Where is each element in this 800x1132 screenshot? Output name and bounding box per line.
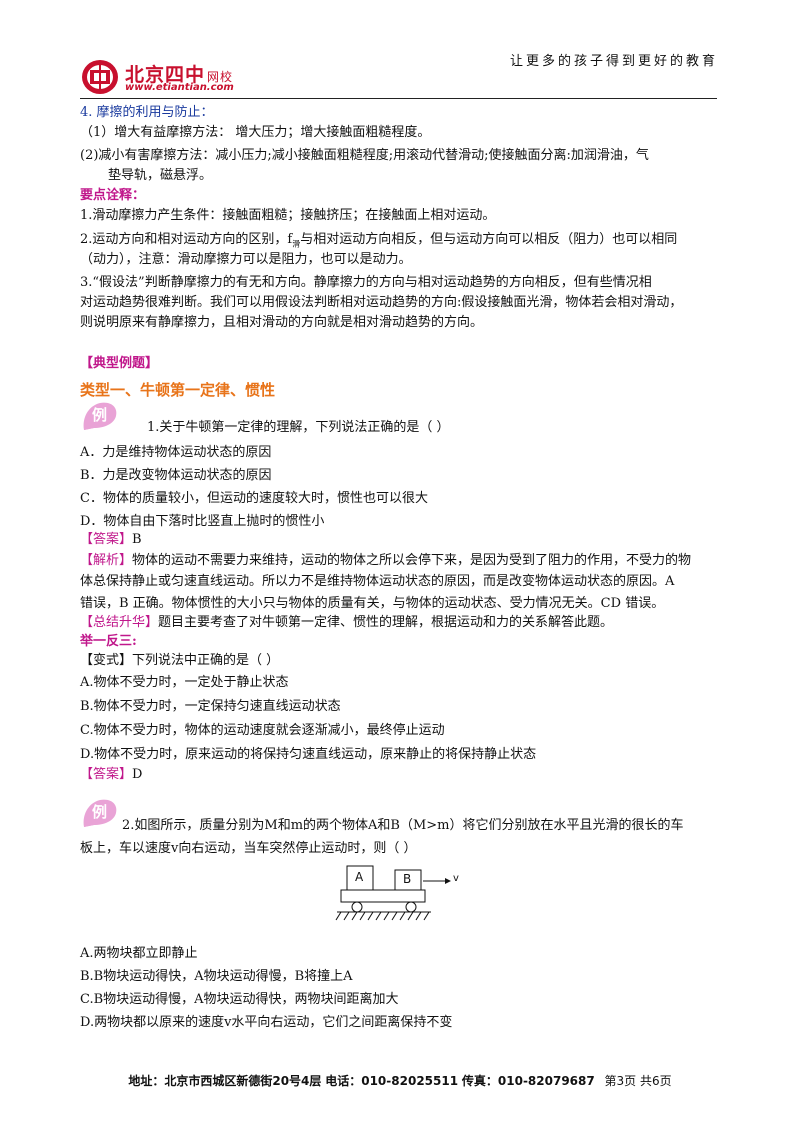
section4-item2-line1: (2)减小有害摩擦方法：减小压力;减小接触面粗糙程度;用滚动代替滑动;使接触面分…	[80, 148, 649, 163]
header-slogan: 让更多的孩子得到更好的教育	[509, 54, 718, 69]
page-footer: 地址：北京市西城区新德街20号4层 电话：010-82025511 传真：010…	[0, 1072, 800, 1089]
q2-stem-line2: 板上，车以速度v向右运动，当车突然停止运动时，则（ ）	[80, 841, 417, 856]
footer-address: 地址：北京市西城区新德街20号4层	[128, 1074, 322, 1088]
q1-option-b: B．力是改变物体运动状态的原因	[80, 468, 272, 483]
example-badge-icon: 例	[80, 400, 120, 434]
logo-emblem-icon	[82, 60, 118, 94]
q1-analysis-line3: 错误，B 正确。物体惯性的大小只与物体的质量有关，与物体的运动状态、受力情况无关…	[80, 596, 665, 611]
footer-phone: 电话：010-82025511	[325, 1074, 459, 1088]
section4-item2-line2: 垫导轨，磁悬浮。	[108, 168, 213, 183]
q1-summary: 【总结升华】题目主要考查了对牛顿第一定律、惯性的理解，根据运动和力的关系解答此题…	[80, 615, 614, 630]
type1-heading: 类型一、牛顿第一定律、惯性	[80, 381, 276, 399]
section4-item1: （1）增大有益摩擦方法： 增大压力；增大接触面粗糙程度。	[80, 125, 431, 140]
q2-stem-line1: 2.如图所示，质量分别为M和m的两个物体A和B（M>m）将它们分别放在水平且光滑…	[122, 818, 684, 833]
logo: 北京四中网校 www.etiantian.com	[80, 58, 255, 96]
section4-title: 4. 摩擦的利用与防止：	[80, 105, 214, 120]
logo-title: 北京四中网校	[125, 64, 234, 86]
variant-answer: 【答案】D	[80, 767, 143, 782]
logo-url: www.etiantian.com	[125, 82, 234, 93]
cart-figure: A B v	[335, 860, 465, 930]
q2-option-a: A.两物块都立即静止	[80, 946, 198, 961]
key-point-2-line2: （动力），注意：滑动摩擦力可以是阻力，也可以是动力。	[80, 252, 412, 267]
key-point-2-line1: 2.运动方向和相对运动方向的区别，f滑与相对运动方向相反，但与运动方向可以相反（…	[80, 232, 678, 249]
variant-option-c: C.物体不受力时，物体的运动速度就会逐渐减小，最终停止运动	[80, 723, 445, 738]
q1-option-d: D．物体自由下落时比竖直上抛时的惯性小	[80, 514, 325, 529]
q1-analysis-line1: 【解析】物体的运动不需要力来维持，运动的物体之所以会停下来，是因为受到了阻力的作…	[80, 553, 692, 568]
example-badge-icon: 例	[80, 797, 120, 831]
block-a-label: A	[355, 870, 364, 884]
q1-answer: 【答案】B	[80, 532, 142, 547]
variant-option-b: B.物体不受力时，一定保持匀速直线运动状态	[80, 699, 341, 714]
footer-fax: 传真：010-82079687	[461, 1074, 595, 1088]
q1-option-a: A．力是维持物体运动状态的原因	[80, 445, 272, 460]
q1-option-c: C．物体的质量较小，但运动的速度较大时，惯性也可以很大	[80, 491, 428, 506]
examples-title: 【典型例题】	[80, 356, 159, 371]
block-b-label: B	[403, 872, 412, 886]
q2-option-b: B.B物块运动得快，A物块运动得慢，B将撞上A	[80, 969, 353, 984]
key-point-3-line1: 3.“假设法”判断静摩擦力的有无和方向。静摩擦力的方向与相对运动趋势的方向相反，…	[80, 275, 652, 290]
key-point-1: 1.滑动摩擦力产生条件：接触面粗糙；接触挤压；在接触面上相对运动。	[80, 208, 496, 223]
key-point-3-line3: 则说明原来有静摩擦力，且相对滑动的方向就是相对滑动趋势的方向。	[80, 315, 484, 330]
variant-option-a: A.物体不受力时，一定处于静止状态	[80, 675, 289, 690]
q1-analysis-line2: 体总保持静止或匀速直线运动。所以力不是维持物体运动状态的原因，而是改变物体运动状…	[80, 574, 675, 589]
q2-option-c: C.B物块运动得慢，A物块运动得快，两物块间距离加大	[80, 992, 399, 1007]
cart-diagram	[335, 865, 451, 921]
variant-stem: 【变式】下列说法中正确的是（ ）	[80, 653, 280, 668]
variant-option-d: D.物体不受力时，原来运动的将保持匀速直线运动，原来静止的将保持静止状态	[80, 747, 537, 762]
key-points-title: 要点诠释：	[80, 188, 146, 203]
header-divider	[80, 98, 717, 99]
variant-title: 举一反三:	[80, 634, 137, 649]
key-point-3-line2: 对运动趋势很难判断。我们可以用假设法判断相对运动趋势的方向:假设接触面光滑，物体…	[80, 295, 683, 310]
footer-page-number: 第3页 共6页	[604, 1074, 672, 1088]
q1-stem: 1.关于牛顿第一定律的理解，下列说法正确的是（ ）	[147, 420, 450, 435]
q2-option-d: D.两物块都以原来的速度v水平向右运动，它们之间距离保持不变	[80, 1015, 453, 1030]
velocity-label: v	[453, 873, 459, 884]
